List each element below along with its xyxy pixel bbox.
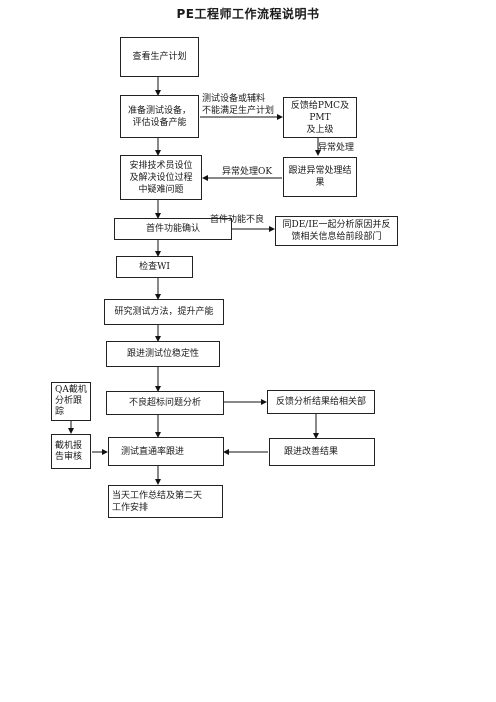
node-first-article: 首件功能确认 [114,218,232,240]
node-prepare-test: 准备测试设备， 评估设备产能 [120,95,199,138]
node-feedback-pmc: 反馈给PMC及PMT 及上级 [283,97,357,138]
node-study-method: 研究测试方法，提升产能 [104,299,224,325]
node-daily-summary: 当天工作总结及第二天 工作安排 [108,485,223,518]
label-first-article-bad: 首件功能不良 [210,215,265,225]
node-check-wi: 检查WI [116,256,193,278]
label-test-equipment-insufficient: 测试设备或辅料 不能满足生产计划 [202,94,275,116]
label-abnormal-ok: 异常处理OK [222,167,273,177]
node-cutoff-review: 截机报 告审核 [51,434,91,469]
node-de-ie-analysis: 同DE/IE一起分析原因并反 馈相关信息给前段部门 [275,216,398,246]
node-arrange-tech: 安排技术员设位 及解决设位过程 中疑难问题 [120,155,202,200]
node-nonstandard-analysis: 不良超标问题分析 [106,391,224,415]
node-follow-stability: 跟进测试位稳定性 [106,341,220,367]
node-pass-rate: 测试直通率跟进 [108,437,224,466]
node-qa-track: QA截机 分析跟 踪 [51,382,91,421]
node-view-plan: 查看生产计划 [120,37,199,77]
page-title: PE工程师工作流程说明书 [176,7,320,21]
label-abnormal-handling: 异常处理 [318,143,355,153]
node-feedback-results: 反馈分析结果给相关部 [267,390,375,414]
node-follow-abnormal: 跟进异常处理结 果 [283,157,357,197]
node-follow-improve: 跟进改善结果 [269,438,375,466]
